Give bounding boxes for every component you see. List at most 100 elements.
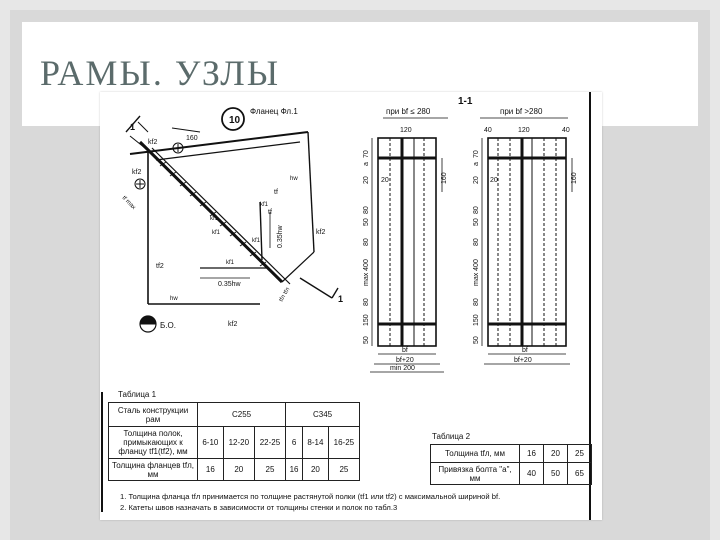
section-b-caption: при bf >280 xyxy=(500,107,543,116)
svg-text:max 400: max 400 xyxy=(473,259,480,286)
svg-text:a: a xyxy=(363,162,370,166)
svg-text:150: 150 xyxy=(473,314,480,326)
section-b-top-dim-left: 40 xyxy=(484,127,492,134)
section-b-bf: bf xyxy=(522,347,528,354)
section-b-top-dim-right: 40 xyxy=(562,127,570,134)
section-a-dim-20: 20 xyxy=(381,177,389,184)
table-cell: 22-25 xyxy=(253,426,287,459)
slide-title: РАМЫ. УЗЛЫ xyxy=(40,53,281,93)
label-kf2-top: kf2 xyxy=(148,139,157,146)
section-a-bf20: bf+20 xyxy=(396,357,414,364)
node-number-circle xyxy=(221,107,245,131)
section-b-dim-20: 20 xyxy=(490,177,498,184)
table1-row2-label: Толщина фланцев tfл, мм xyxy=(108,458,198,481)
table2: Толщина tfл, мм 16 20 25 Привязка болта … xyxy=(430,444,592,485)
label-kf1-a: kf1 xyxy=(210,216,219,222)
section-b-left-dims: 70 a 20 80 50 80 max 400 80 150 50 xyxy=(473,150,480,344)
section-a-drawing xyxy=(370,117,448,373)
table-row: Привязка болта "а", мм 40 50 65 xyxy=(430,462,592,485)
table-cell: 16 xyxy=(285,458,304,481)
section-a-right-dim: 160 xyxy=(441,172,448,184)
label-tf-max: tf max xyxy=(121,195,137,211)
table1-c345: С345 xyxy=(285,402,360,427)
label-tfl: tfл tfл xyxy=(279,286,292,303)
table-cell: 16 xyxy=(197,458,224,481)
label-rib-kf2: kf2 xyxy=(316,229,325,236)
table-cell: 6-10 xyxy=(197,426,224,459)
table1-steel-header: Сталь конструкции рам xyxy=(108,402,198,427)
table2-caption: Таблица 2 xyxy=(432,432,471,441)
table-cell: 65 xyxy=(567,462,592,485)
section-a-bf: bf xyxy=(402,347,408,354)
svg-text:80: 80 xyxy=(363,298,370,306)
section-label: 1-1 xyxy=(458,96,473,107)
note-2: 2. Катеты швов назначать в зависимости о… xyxy=(120,503,398,512)
table1-row1-label: Толщина полок, примыкающих к фланцу tf1(… xyxy=(108,426,198,459)
dim-035hw-b: 0.35hw xyxy=(277,224,284,248)
table2-row1-label: Толщина tfл, мм xyxy=(430,444,520,463)
label-kf1-b: kf1 xyxy=(212,230,221,236)
table-cell: 16-25 xyxy=(327,426,361,459)
section-marker-top: 1 xyxy=(130,122,135,132)
svg-text:20: 20 xyxy=(473,176,480,184)
table1-caption: Таблица 1 xyxy=(118,390,157,399)
svg-text:50: 50 xyxy=(363,336,370,344)
table1-c255: С255 xyxy=(196,402,287,427)
section-b-drawing xyxy=(480,117,573,365)
label-hw-b: hw xyxy=(170,296,178,302)
svg-text:80: 80 xyxy=(473,238,480,246)
label-kf1-d: kf1 xyxy=(252,238,261,244)
table-cell: 25 xyxy=(327,458,361,481)
svg-text:20: 20 xyxy=(363,176,370,184)
section-a-top-dim: 120 xyxy=(400,127,412,134)
svg-text:50: 50 xyxy=(473,218,480,226)
svg-text:80: 80 xyxy=(363,238,370,246)
label-hw-a: hw xyxy=(290,176,298,182)
svg-text:80: 80 xyxy=(473,206,480,214)
table-cell: 40 xyxy=(519,462,544,485)
table-cell: 20 xyxy=(543,444,568,463)
svg-text:50: 50 xyxy=(363,218,370,226)
label-kf1-c: kf1 xyxy=(226,260,235,266)
svg-text:80: 80 xyxy=(363,206,370,214)
svg-text:max 400: max 400 xyxy=(363,259,370,286)
dim-035hw-a: 0.35hw xyxy=(218,281,242,288)
frame-node-drawing xyxy=(125,107,339,333)
svg-text:a: a xyxy=(473,162,480,166)
table-cell: 20 xyxy=(302,458,329,481)
table-cell: 8-14 xyxy=(302,426,329,459)
section-marker-bottom: 1 xyxy=(338,294,343,304)
svg-text:150: 150 xyxy=(363,314,370,326)
label-kf2-bottom: kf2 xyxy=(228,321,237,328)
svg-text:70: 70 xyxy=(363,150,370,158)
table-row: Толщина полок, примыкающих к фланцу tf1(… xyxy=(108,426,361,459)
table-cell: 16 xyxy=(519,444,544,463)
technical-drawing: 10 Фланец Фл.1 kf2 kf2 kf2 160 kf1 kf1 k… xyxy=(101,92,591,520)
label-kf1-e: kf1 xyxy=(260,202,269,208)
section-a-min200: min 200 xyxy=(390,365,415,372)
drawing-sheet: 10 Фланец Фл.1 kf2 kf2 kf2 160 kf1 kf1 k… xyxy=(100,92,602,520)
svg-text:50: 50 xyxy=(473,336,480,344)
table-cell: 12-20 xyxy=(222,426,255,459)
table2-row2-label: Привязка болта "а", мм xyxy=(430,462,520,485)
section-a-left-dims: 70 a 20 80 50 80 max 400 80 150 50 xyxy=(363,150,370,344)
section-a-caption: при bf ≤ 280 xyxy=(386,107,431,116)
svg-text:80: 80 xyxy=(473,298,480,306)
base-label: Б.О. xyxy=(160,321,176,330)
node-number: 10 xyxy=(229,115,241,126)
table-row: Толщина tfл, мм 16 20 25 xyxy=(430,444,592,463)
table-cell: 20 xyxy=(222,458,255,481)
table-cell: 25 xyxy=(567,444,592,463)
table-cell: 25 xyxy=(253,458,287,481)
table1: Сталь конструкции рам С255 С345 Толщина … xyxy=(108,402,361,481)
table-cell: 50 xyxy=(543,462,568,485)
section-b-right-dim: 160 xyxy=(571,172,578,184)
section-b-top-dim-mid: 120 xyxy=(518,127,530,134)
label-tf2: tf2 xyxy=(156,263,164,270)
svg-text:70: 70 xyxy=(473,150,480,158)
table-cell: 6 xyxy=(285,426,304,459)
flange-label: Фланец Фл.1 xyxy=(250,107,298,116)
label-tf-a: tf xyxy=(274,189,278,196)
dim-160: 160 xyxy=(186,135,198,142)
section-b-bf20: bf+20 xyxy=(514,357,532,364)
